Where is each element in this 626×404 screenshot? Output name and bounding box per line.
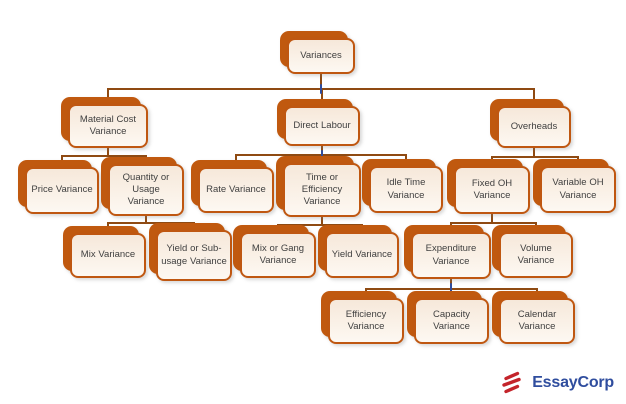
essaycorp-logo: EssayCorp (496, 368, 614, 398)
node-label: Fixed OH Variance (471, 177, 513, 201)
node-front-box: Mix or Gang Variance (240, 232, 316, 278)
node-label: Variances (300, 49, 342, 61)
node-front-box: Volume Variance (499, 232, 573, 278)
node-front-box: Mix Variance (70, 233, 146, 278)
node-label: Yield or Sub-usage Variance (161, 243, 227, 267)
node-front-box: Overheads (497, 106, 571, 148)
node-front-box: Variable OH Variance (540, 166, 616, 213)
node-label: Direct Labour (293, 119, 351, 131)
node-material-cost[interactable]: Material Cost Variance (61, 97, 148, 148)
node-label: Calendar Variance (517, 308, 557, 332)
node-idle-time[interactable]: Idle Time Variance (362, 159, 443, 213)
connector-line (145, 216, 147, 223)
node-label: Mix Variance (80, 249, 136, 261)
connector-line (321, 89, 323, 106)
junction-tick (320, 150, 324, 160)
node-yield[interactable]: Yield Variance (318, 225, 399, 278)
junction-tick (449, 283, 453, 293)
node-label: Capacity Variance (433, 308, 470, 332)
connector-line (533, 89, 535, 106)
connector-line (107, 89, 109, 104)
connector-line (533, 148, 535, 157)
node-label: Rate Variance (206, 183, 266, 195)
node-front-box: Fixed OH Variance (454, 166, 530, 214)
node-front-box: Direct Labour (284, 106, 360, 146)
node-label: Material Cost Variance (79, 113, 137, 137)
node-label: Efficiency Variance (345, 308, 387, 332)
node-quantity-usage[interactable]: Quantity or Usage Variance (101, 157, 184, 216)
node-expenditure[interactable]: Expenditure Variance (404, 225, 491, 279)
node-front-box: Time or Efficiency Variance (283, 163, 361, 217)
node-efficiency[interactable]: Efficiency Variance (321, 291, 404, 344)
node-mix[interactable]: Mix Variance (63, 226, 146, 278)
node-variable-oh[interactable]: Variable OH Variance (533, 159, 616, 213)
node-front-box: Efficiency Variance (328, 298, 404, 344)
node-label: Yield Variance (331, 248, 393, 260)
node-front-box: Material Cost Variance (68, 104, 148, 148)
node-calendar[interactable]: Calendar Variance (492, 291, 575, 344)
node-time-efficiency[interactable]: Time or Efficiency Variance (276, 156, 361, 217)
node-front-box: Quantity or Usage Variance (108, 164, 184, 216)
node-direct-labour[interactable]: Direct Labour (277, 99, 360, 146)
node-mix-gang[interactable]: Mix or Gang Variance (233, 225, 316, 278)
node-yield-sub-usage[interactable]: Yield or Sub-usage Variance (149, 223, 232, 281)
node-front-box: Yield Variance (325, 232, 399, 278)
node-fixed-oh[interactable]: Fixed OH Variance (447, 159, 530, 214)
node-label: Expenditure Variance (425, 243, 477, 267)
node-front-box: Variances (287, 38, 355, 74)
node-price[interactable]: Price Variance (18, 160, 99, 214)
essaycorp-stripes-icon (502, 371, 521, 394)
connector-line (450, 222, 537, 224)
node-front-box: Calendar Variance (499, 298, 575, 344)
node-label: Volume Variance (517, 242, 555, 266)
node-label: Variable OH Variance (552, 177, 604, 201)
essaycorp-wordmark: EssayCorp (532, 374, 614, 391)
node-front-box: Yield or Sub-usage Variance (156, 230, 232, 281)
connector-line (107, 222, 195, 224)
node-label: Mix or Gang Variance (251, 242, 305, 266)
connector-line (321, 217, 323, 225)
connector-line (491, 156, 579, 158)
node-label: Quantity or Usage Variance (122, 171, 170, 208)
connector-line (61, 155, 147, 157)
node-front-box: Expenditure Variance (411, 232, 491, 279)
node-label: Idle Time Variance (386, 177, 426, 201)
connector-line (491, 214, 493, 223)
node-overheads[interactable]: Overheads (490, 99, 571, 148)
node-label: Price Variance (31, 184, 93, 196)
node-label: Overheads (510, 120, 558, 132)
node-label: Time or Efficiency Variance (301, 171, 343, 208)
node-front-box: Capacity Variance (414, 298, 489, 344)
node-front-box: Rate Variance (198, 167, 274, 213)
node-volume[interactable]: Volume Variance (492, 225, 573, 278)
node-front-box: Price Variance (25, 167, 99, 214)
node-capacity[interactable]: Capacity Variance (407, 291, 489, 344)
connector-line (277, 224, 363, 226)
node-rate[interactable]: Rate Variance (191, 160, 274, 213)
node-front-box: Idle Time Variance (369, 166, 443, 213)
connector-line (107, 148, 109, 156)
connector-line (320, 74, 322, 89)
junction-tick (319, 84, 323, 94)
node-variances[interactable]: Variances (280, 31, 355, 74)
